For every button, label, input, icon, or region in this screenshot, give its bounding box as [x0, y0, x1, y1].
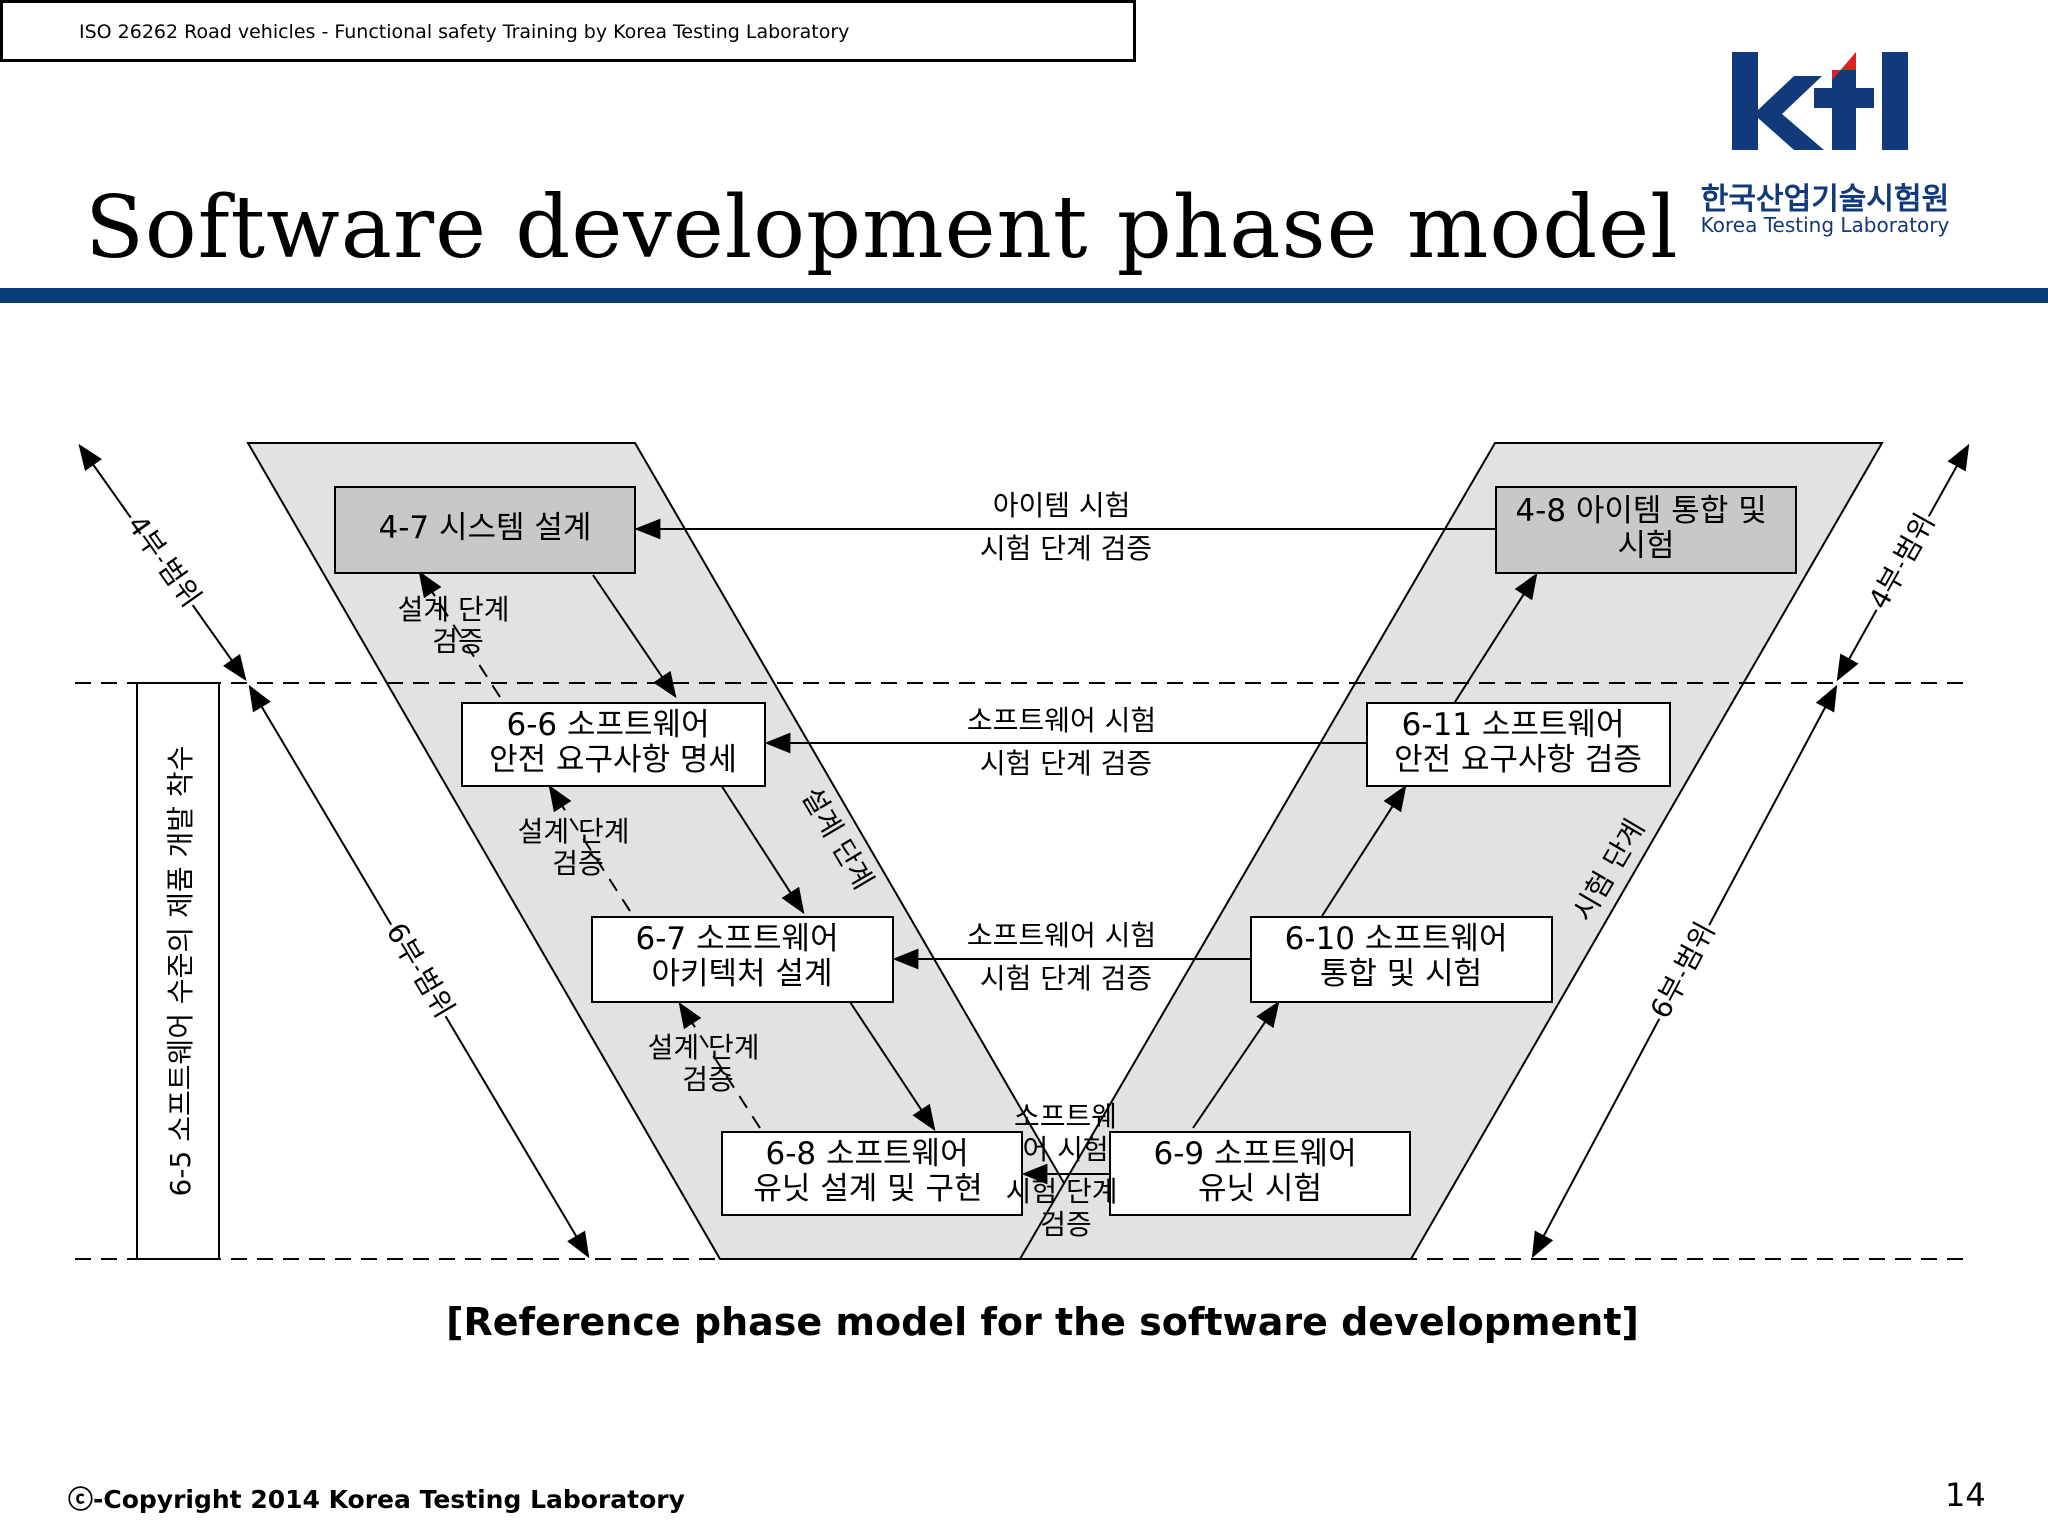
figure-caption: [Reference phase model for the software …: [446, 1300, 1639, 1344]
box-6-11-line-2: 안전 요구사항 검증: [1394, 742, 1642, 778]
design-verif-label-3: 설계 단계 검증: [648, 1031, 769, 1096]
box-6-8-text: 6-8 소프트웨어 유닛 설계 및 구현: [753, 1136, 982, 1207]
flow-47-to-66: [592, 574, 677, 699]
part6-left-label: 6부 범위: [380, 917, 461, 1023]
ktl-logo-mark: [1732, 52, 1908, 150]
box-4-7: [334, 486, 636, 574]
design-verif-arrow-1: [418, 570, 501, 698]
part6-left-arrow: [248, 684, 590, 1259]
part4-right-label: 4부 범위: [1862, 508, 1942, 615]
flow-69-to-610: [1192, 1000, 1280, 1129]
flow-67-to-68: [849, 1001, 936, 1132]
part6-right-arrow: [1531, 684, 1838, 1259]
box-6-9-line-1: 6-9 소프트웨어: [1154, 1136, 1357, 1172]
link-label-3-line-1: 소프트웨어 시험: [967, 919, 1156, 952]
box-6-8-line-1: 6-8 소프트웨어: [766, 1136, 969, 1172]
box-6-6: [461, 702, 766, 787]
flow-610-to-611: [1321, 784, 1407, 917]
design-verif-label-2-line-2: 검증: [552, 847, 604, 880]
box-6-8: [721, 1131, 1023, 1216]
header-box: ISO 26262 Road vehicles - Functional saf…: [0, 0, 1136, 62]
design-verif-arrow-3: [678, 1001, 761, 1129]
link-label-4: 소프트웨 어 시험 시험 단계 검증: [1006, 1100, 1127, 1241]
box-6-10: [1250, 916, 1553, 1003]
design-verif-label-1: 설계 단계 검증: [398, 593, 519, 658]
design-verif-label-2-line-1: 설계 단계: [518, 815, 630, 848]
box-6-7: [591, 916, 894, 1003]
design-verif-label-1-line-1: 설계 단계: [398, 593, 510, 626]
box-6-6-line-1: 6-6 소프트웨어: [507, 707, 710, 743]
box-4-7-text: 4-7 시스템 설계: [379, 510, 592, 546]
design-verif-label-2: 설계 단계 검증: [518, 815, 639, 880]
box-6-11: [1366, 702, 1671, 787]
box-4-8: [1495, 486, 1797, 574]
part4-left-label: 4부 범위: [121, 509, 208, 613]
link-label-4-line-2: 어 시험: [1022, 1133, 1108, 1166]
box-6-7-text: 6-7 소프트웨어 아키텍처 설계: [636, 921, 849, 992]
box-6-6-text: 6-6 소프트웨어 안전 요구사항 명세: [489, 707, 737, 778]
link-label-1-line-2: 시험 단계 검증: [980, 532, 1152, 565]
box-6-9-text: 6-9 소프트웨어 유닛 시험: [1154, 1136, 1367, 1207]
side-box-6-5-label: 6-5 소프트웨어 수준의 제품 개발 착수: [164, 746, 197, 1197]
link-label-2-line-1: 소프트웨어 시험: [967, 704, 1156, 737]
box-6-11-text: 6-11 소프트웨어 안전 요구사항 검증: [1394, 707, 1642, 778]
box-6-9-line-2: 유닛 시험: [1198, 1171, 1322, 1207]
part4-right-arrow: [1836, 443, 1970, 682]
design-verif-label-3-line-2: 검증: [682, 1063, 734, 1096]
box-4-8-line-2: 시험: [1617, 528, 1674, 564]
flow-66-to-67: [720, 784, 805, 915]
box-6-8-line-2: 유닛 설계 및 구현: [753, 1171, 982, 1207]
page-number: 14: [1945, 1476, 1986, 1514]
box-4-7-line-1: 4-7 시스템 설계: [379, 510, 592, 546]
title-rule: [0, 288, 2048, 303]
part6-right-label: 6부 범위: [1644, 917, 1722, 1024]
box-6-7-line-1: 6-7 소프트웨어: [636, 921, 839, 957]
page-title: Software development phase model: [85, 178, 1679, 278]
link-label-1-line-1: 아이템 시험: [993, 489, 1131, 522]
box-6-6-line-2: 안전 요구사항 명세: [489, 742, 737, 778]
link-label-1: 아이템 시험 시험 단계 검증: [980, 489, 1152, 565]
box-4-8-line-1: 4-8 아이템 통합 및: [1515, 493, 1766, 529]
link-label-3-line-2: 시험 단계 검증: [980, 962, 1152, 995]
link-label-2: 소프트웨어 시험 시험 단계 검증: [967, 704, 1165, 780]
box-6-11-line-1: 6-11 소프트웨어: [1402, 707, 1625, 743]
header-text: ISO 26262 Road vehicles - Functional saf…: [79, 21, 850, 43]
box-6-10-text: 6-10 소프트웨어 통합 및 시험: [1285, 921, 1518, 992]
box-6-9: [1109, 1131, 1411, 1216]
part4-left-arrow: [78, 443, 247, 682]
link-label-4-line-3: 시험 단계: [1006, 1175, 1118, 1208]
box-6-10-line-2: 통합 및 시험: [1320, 956, 1482, 992]
footer-copyright: ⓒ-Copyright 2014 Korea Testing Laborator…: [68, 1485, 685, 1514]
side-box-6-5: [136, 682, 220, 1260]
flow-611-to-48: [1454, 572, 1538, 703]
design-verif-arrow-2: [548, 784, 631, 912]
link-label-3: 소프트웨어 시험 시험 단계 검증: [967, 919, 1165, 995]
ktl-logo: [1690, 40, 1970, 250]
link-label-4-line-1: 소프트웨: [1014, 1100, 1117, 1133]
design-verif-label-3-line-1: 설계 단계: [648, 1031, 760, 1064]
logo-korean-name: 한국산업기술시험원: [1700, 182, 1950, 217]
design-verif-label-1-line-2: 검증: [432, 625, 484, 658]
link-label-2-line-2: 시험 단계 검증: [980, 747, 1152, 780]
box-4-8-text: 4-8 아이템 통합 및 시험: [1515, 493, 1776, 564]
box-6-7-line-2: 아키텍처 설계: [652, 956, 833, 992]
link-label-4-line-4: 검증: [1040, 1208, 1092, 1241]
box-6-10-line-1: 6-10 소프트웨어: [1285, 921, 1508, 957]
logo-english-name: Korea Testing Laboratory: [1700, 213, 1950, 237]
